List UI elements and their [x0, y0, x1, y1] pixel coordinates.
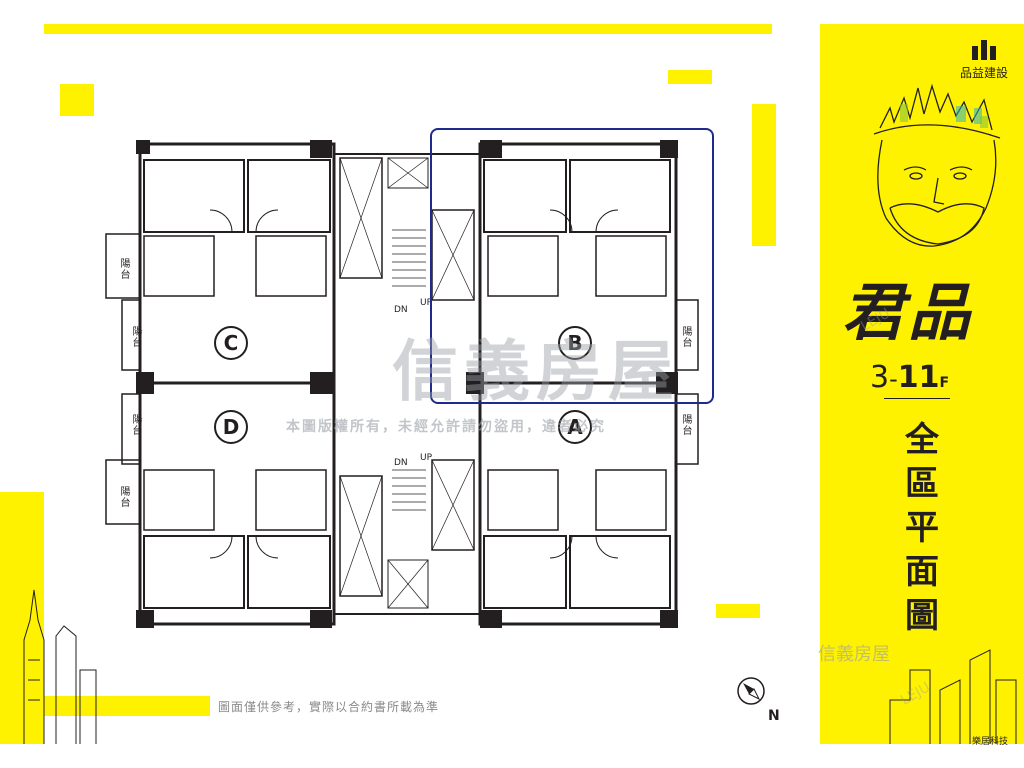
balcony-label-b: 陽台	[680, 326, 691, 348]
unit-label-c: C	[214, 326, 248, 360]
yellow-strip-bottom	[44, 696, 210, 716]
stair-up-label-top: UP	[420, 298, 433, 308]
yellow-block-bottom-right	[716, 604, 760, 618]
top-yellow-bar	[44, 24, 772, 34]
yellow-block-top-left	[60, 84, 94, 116]
building-logo-icon	[972, 40, 996, 60]
balcony-label-d1: 陽台	[130, 414, 141, 436]
balcony-label-a: 陽台	[680, 414, 691, 436]
floor-unit: F	[939, 375, 950, 391]
yellow-block-bottom-left	[0, 492, 44, 744]
yellow-block-top-right	[668, 70, 712, 84]
developer-name: 品益建設	[960, 66, 1009, 80]
watermark-notice: 本圖版權所有，未經允許請勿盜用，違者必究	[286, 419, 606, 435]
unit-label-b: B	[558, 326, 592, 360]
unit-label-a: A	[558, 410, 592, 444]
title-char-5: 圖	[905, 596, 939, 636]
floor-dash: -	[889, 365, 898, 393]
floor-range: 3-11F	[870, 360, 949, 395]
title-divider	[884, 398, 950, 399]
floor-start: 3	[870, 360, 890, 395]
stair-up-label-bottom: UP	[420, 453, 433, 463]
title-char-2: 區	[905, 464, 939, 504]
title-char-3: 平	[905, 508, 939, 548]
title-char-1: 全	[905, 420, 939, 460]
disclaimer: 圖面僅供參考，實際以合約書所載為準	[218, 700, 440, 714]
yellow-block-right-vertical	[752, 104, 776, 246]
unit-label-d: D	[214, 410, 248, 444]
floor-plan	[105, 140, 699, 628]
watermark-company: 信義房屋	[392, 333, 680, 410]
balcony-label-c2: 陽台	[130, 326, 141, 348]
bottom-logo: 樂居科技	[972, 737, 1009, 747]
stair-down-label-bottom: DN	[394, 458, 408, 468]
face-illustration-icon	[873, 83, 1001, 247]
project-name: 君品	[842, 276, 975, 349]
watermark-company-small: 信義房屋	[818, 644, 890, 665]
title-panel	[820, 24, 1024, 744]
balcony-label-c1: 陽台	[118, 258, 129, 280]
skyline-icon	[889, 649, 1017, 744]
title-char-4: 面	[905, 552, 939, 592]
floor-end: 11	[897, 360, 940, 395]
left-skyline-icon	[23, 589, 97, 744]
compass-north-label: N	[768, 708, 780, 724]
stair-down-label-top: DN	[394, 305, 408, 315]
balcony-label-d2: 陽台	[118, 486, 129, 508]
compass-icon	[737, 677, 765, 705]
unit-b-highlight	[430, 128, 714, 404]
